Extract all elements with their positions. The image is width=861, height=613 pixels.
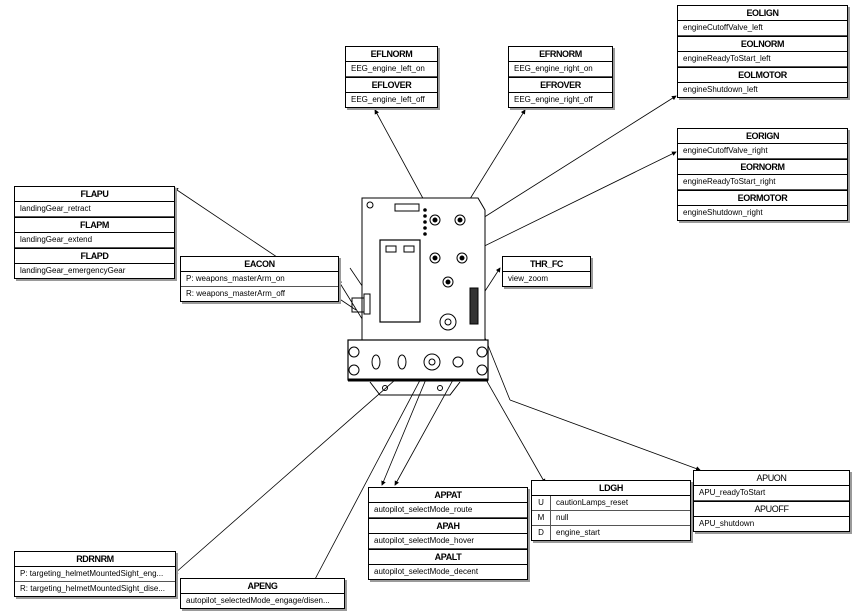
action-row: engineReadyToStart_left bbox=[678, 52, 847, 67]
binding-box-efr: EFRNORM EEG_engine_right_on EFROVER EEG_… bbox=[508, 46, 613, 108]
control-panel-illustration bbox=[347, 197, 489, 396]
group-header: EFROVER bbox=[509, 77, 612, 93]
action-row: engineShutdown_left bbox=[683, 85, 758, 94]
binding-box-flap: FLAPU landingGear_retract FLAPM landingG… bbox=[14, 186, 175, 279]
group-header: THR_FC bbox=[503, 257, 590, 272]
action-row: P: weapons_masterArm_on bbox=[181, 272, 338, 287]
group-header: APALT bbox=[369, 549, 527, 565]
position-key: M bbox=[532, 511, 551, 525]
action-row: engineCutoffValve_left bbox=[678, 21, 847, 36]
binding-box-apu: APUON APU_readyToStart APUOFF APU_shutdo… bbox=[693, 470, 850, 532]
action-row: engineCutoffValve_right bbox=[678, 144, 847, 159]
action-row: autopilot_selectMode_route bbox=[369, 503, 527, 518]
action-row: EEG_engine_left_on bbox=[346, 62, 437, 77]
group-header: APENG bbox=[181, 579, 344, 594]
action-row: autopilot_selectMode_decent bbox=[374, 567, 479, 576]
action-value: null bbox=[556, 513, 569, 522]
action-row: P: targeting_helmetMountedSight_eng... bbox=[15, 567, 175, 582]
group-header: EORMOTOR bbox=[678, 190, 847, 206]
action-row: engineReadyToStart_right bbox=[678, 175, 847, 190]
action-row: EEG_engine_right_on bbox=[509, 62, 612, 77]
binding-box-autopilot-modes: APPAT autopilot_selectMode_route APAH au… bbox=[368, 487, 528, 580]
group-header: EORNORM bbox=[678, 159, 847, 175]
action-row: landingGear_retract bbox=[15, 202, 174, 217]
action-value: engine_start bbox=[556, 528, 601, 537]
binding-box-eor: EORIGN engineCutoffValve_right EORNORM e… bbox=[677, 128, 848, 221]
action-row: view_zoom bbox=[508, 274, 549, 283]
group-header: EORIGN bbox=[678, 129, 847, 144]
action-row: EEG_engine_right_off bbox=[514, 95, 593, 104]
group-header: RDRNRM bbox=[15, 552, 175, 567]
group-header: FLAPM bbox=[15, 217, 174, 233]
keyed-action-row: D engine_start bbox=[532, 526, 690, 540]
action-row: landingGear_extend bbox=[15, 233, 174, 248]
position-key: D bbox=[532, 526, 551, 540]
action-row: autopilot_selectMode_hover bbox=[369, 534, 527, 549]
group-header: EFRNORM bbox=[509, 47, 612, 62]
group-header: APUOFF bbox=[694, 501, 849, 517]
action-value: cautionLamps_reset bbox=[556, 498, 629, 507]
binding-box-thr-fc: THR_FC view_zoom bbox=[502, 256, 591, 287]
action-row: engineShutdown_right bbox=[683, 208, 763, 217]
keyed-action-row: U cautionLamps_reset bbox=[532, 496, 690, 511]
binding-box-apeng: APENG autopilot_selectedMode_engage/dise… bbox=[180, 578, 345, 609]
group-header: FLAPD bbox=[15, 248, 174, 264]
action-row: R: targeting_helmetMountedSight_dise... bbox=[20, 584, 165, 593]
position-key: U bbox=[532, 496, 551, 510]
group-header: EACON bbox=[181, 257, 338, 272]
wire-eor bbox=[461, 151, 677, 258]
action-row: APU_readyToStart bbox=[694, 486, 849, 501]
group-header: FLAPU bbox=[15, 187, 174, 202]
group-header: EOLIGN bbox=[678, 6, 847, 21]
group-header: EOLNORM bbox=[678, 36, 847, 52]
group-header: LDGH bbox=[532, 481, 690, 496]
binding-box-eol: EOLIGN engineCutoffValve_left EOLNORM en… bbox=[677, 5, 848, 98]
binding-box-rdrnrm: RDRNRM P: targeting_helmetMountedSight_e… bbox=[14, 551, 176, 597]
wire-apu-2 bbox=[509, 399, 701, 471]
wire-eacon bbox=[337, 279, 365, 323]
group-header: EFLOVER bbox=[346, 77, 437, 93]
group-header: EFLNORM bbox=[346, 47, 437, 62]
action-row: autopilot_selectedMode_engage/disen... bbox=[186, 596, 330, 605]
binding-box-eacon: EACON P: weapons_masterArm_on R: weapons… bbox=[180, 256, 339, 302]
action-row: R: weapons_masterArm_off bbox=[186, 289, 286, 298]
wire-rdr bbox=[173, 379, 396, 575]
keyed-action-row: M null bbox=[532, 511, 690, 526]
binding-box-efl: EFLNORM EEG_engine_left_on EFLOVER EEG_e… bbox=[345, 46, 438, 108]
group-header: APPAT bbox=[369, 488, 527, 503]
group-header: APAH bbox=[369, 518, 527, 534]
binding-box-ldgh: LDGH U cautionLamps_reset M null D engin… bbox=[531, 480, 691, 541]
group-header: APUON bbox=[694, 471, 849, 486]
wire-apeng bbox=[312, 364, 429, 584]
action-row: APU_shutdown bbox=[699, 519, 755, 528]
action-row: EEG_engine_left_off bbox=[351, 95, 425, 104]
group-header: EOLMOTOR bbox=[678, 67, 847, 83]
action-row: landingGear_emergencyGear bbox=[20, 266, 126, 275]
